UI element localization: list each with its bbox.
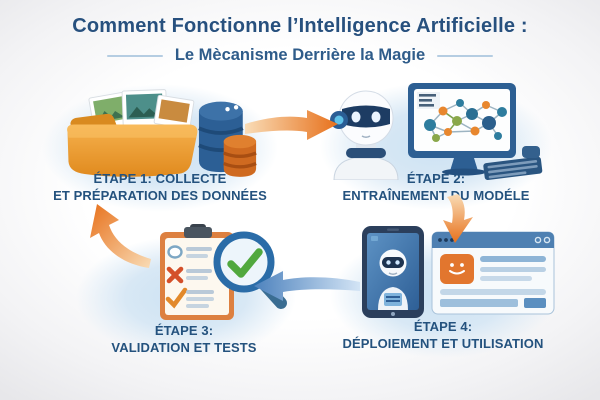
subtitle-rule-left — [106, 54, 163, 57]
step-4-label-line1: ÉTAPE 4: — [413, 319, 473, 334]
clipboard-and-magnifier-icon — [160, 224, 287, 320]
network-nodes — [424, 99, 507, 142]
robot-training-computer-icon — [330, 83, 543, 180]
subtitle-row: Le Mècanisme Derrière la Magie — [0, 46, 600, 65]
step-2-label: ÉTAPE 2: ENTRAÎNEMENT DU MODÉLE — [318, 170, 554, 204]
monitor-network-icon — [408, 83, 516, 176]
step-3-label-line1: ÉTAPE 3: — [154, 323, 214, 338]
step-2-label-line1: ÉTAPE 2: — [406, 171, 466, 186]
browser-window-icon — [431, 231, 555, 315]
arrow-right-icon — [245, 110, 338, 140]
photo-icon — [153, 94, 195, 130]
smartphone-robot-icon — [362, 226, 424, 318]
folder-photos-and-databases-icon — [67, 89, 257, 177]
phone-and-browser-icon — [362, 226, 555, 318]
step-2-entrainement: ÉTAPE 2: ENTRAÎNEMENT DU MODÉLE — [318, 80, 554, 212]
robot-head-icon — [330, 90, 399, 180]
step-3-label: ÉTAPE 3: VALIDATION ET TESTS — [62, 322, 306, 356]
step-3-label-line2: VALIDATION ET TESTS — [111, 340, 257, 355]
step-1-collecte: ÉTAPE 1: COLLECTE ET PRÉPARATION DES DON… — [36, 84, 284, 214]
step-4-label: ÉTAPE 4: DÉPLOIEMENT ET UTILISATION — [326, 318, 560, 352]
folder-icon — [67, 113, 198, 177]
arrow-up-icon — [90, 204, 151, 268]
network-edges — [429, 102, 503, 139]
arrow-down-icon — [443, 194, 473, 243]
subtitle-rule-right — [437, 54, 494, 57]
chatbot-avatar-icon — [440, 254, 474, 284]
page-title: Comment Fonctionne l’Intelligence Artifi… — [72, 15, 528, 37]
database-orange-icon — [223, 134, 257, 177]
arrow-left-icon — [254, 271, 360, 301]
page-subtitle: Le Mècanisme Derrière la Magie — [174, 46, 426, 64]
step-1-label: ÉTAPE 1: COLLECTE ET PRÉPARATION DES DON… — [36, 170, 284, 204]
step-1-label-line1: ÉTAPE 1: COLLECTE — [93, 171, 227, 186]
step-2-label-line2: ENTRAÎNEMENT DU MODÉLE — [342, 188, 530, 203]
step-3-validation: ÉTAPE 3: VALIDATION ET TESTS — [62, 222, 306, 364]
keyboard-icon — [483, 156, 543, 180]
step-4-deploiement: ÉTAPE 4: DÉPLOIEMENT ET UTILISATION — [326, 218, 560, 364]
mouse-icon — [522, 146, 540, 158]
step-4-label-line2: DÉPLOIEMENT ET UTILISATION — [342, 336, 544, 351]
step-1-label-line2: ET PRÉPARATION DES DONNÉES — [53, 188, 267, 203]
